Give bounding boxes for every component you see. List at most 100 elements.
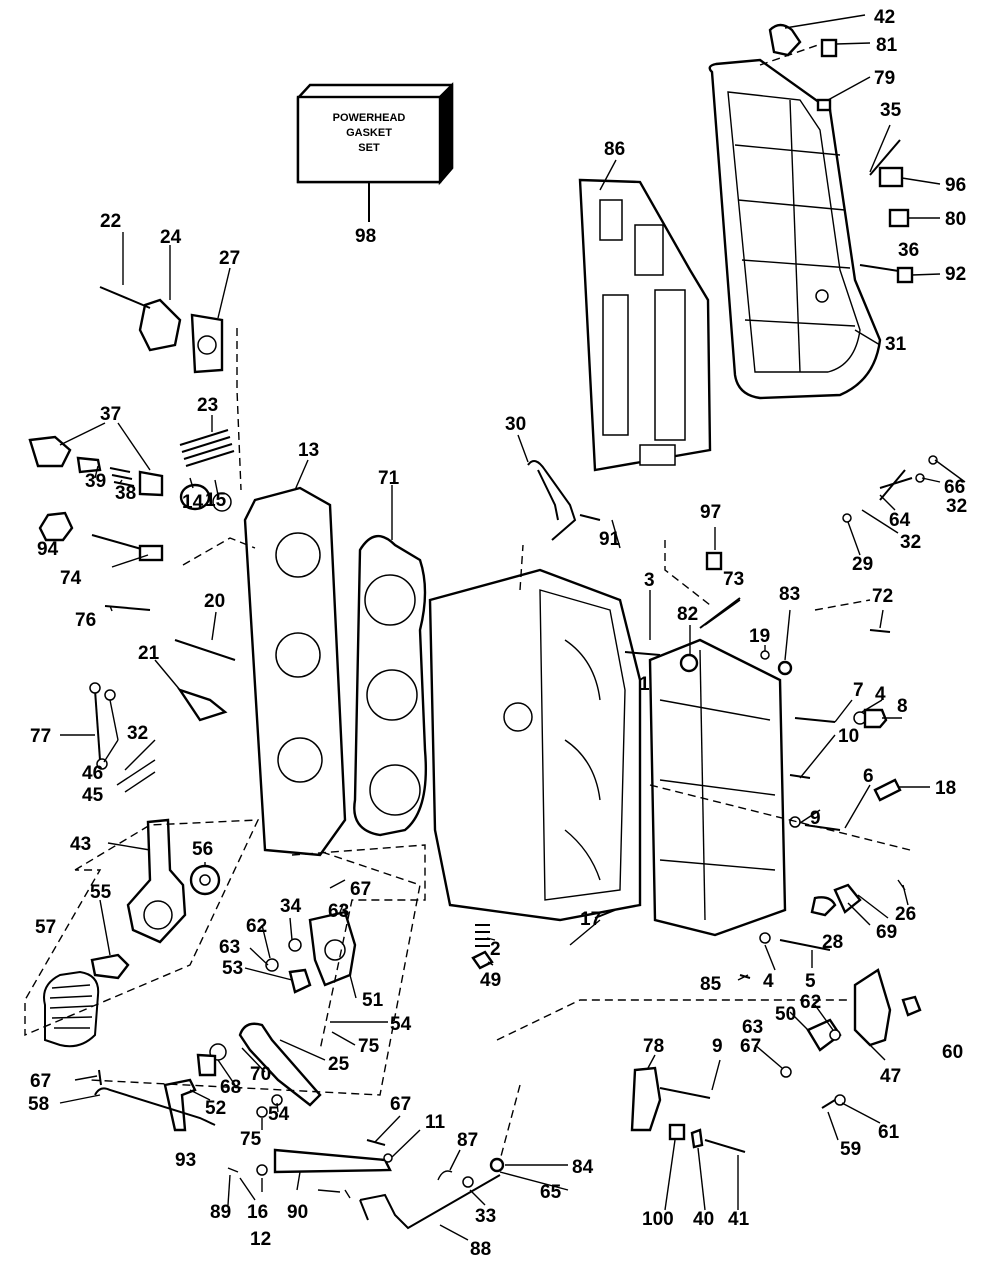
label-9b: 9 xyxy=(712,1036,723,1057)
label-26: 26 xyxy=(895,904,916,925)
label-1: 1 xyxy=(639,674,650,695)
label-91: 91 xyxy=(599,529,621,550)
label-76: 76 xyxy=(75,610,96,631)
bypass-hose xyxy=(527,460,601,541)
label-55: 55 xyxy=(90,882,112,903)
label-29: 29 xyxy=(852,554,873,575)
label-96: 96 xyxy=(945,175,966,196)
exhaust-cover-hardware xyxy=(768,23,914,284)
label-30: 30 xyxy=(505,414,526,435)
label-62a: 62 xyxy=(246,916,267,937)
crankcase xyxy=(648,638,787,937)
label-4a: 4 xyxy=(875,684,886,705)
label-63b: 63 xyxy=(219,937,240,958)
label-100: 100 xyxy=(642,1209,674,1230)
label-90: 90 xyxy=(287,1202,308,1223)
label-38: 38 xyxy=(115,483,136,504)
label-53: 53 xyxy=(222,958,243,979)
label-49: 49 xyxy=(480,970,501,991)
label-23: 23 xyxy=(197,395,218,416)
label-70: 70 xyxy=(250,1064,271,1085)
label-62b: 62 xyxy=(800,992,821,1013)
label-31: 31 xyxy=(885,334,907,355)
label-81: 81 xyxy=(876,35,898,56)
label-6: 6 xyxy=(863,766,874,787)
label-64: 64 xyxy=(889,510,911,531)
exhaust-gasket xyxy=(578,178,712,472)
lower-right-brackets xyxy=(630,968,922,1153)
label-63c: 63 xyxy=(742,1017,763,1038)
label-10: 10 xyxy=(838,726,859,747)
label-73: 73 xyxy=(723,569,744,590)
label-34: 34 xyxy=(280,896,302,917)
label-72: 72 xyxy=(872,586,893,607)
label-46: 46 xyxy=(82,763,103,784)
label-19: 19 xyxy=(749,626,770,647)
dashed-guides xyxy=(24,44,911,1161)
label-54b: 54 xyxy=(268,1104,290,1125)
label-71: 71 xyxy=(378,468,400,489)
label-67b: 67 xyxy=(740,1036,761,1057)
label-92: 92 xyxy=(945,264,966,285)
label-88: 88 xyxy=(470,1239,491,1260)
part-labels: 42 81 79 35 86 96 98 80 22 24 36 27 92 3… xyxy=(28,7,967,1260)
fittings-left xyxy=(28,435,236,770)
label-37: 37 xyxy=(100,404,121,425)
label-32b: 32 xyxy=(900,532,921,553)
label-20: 20 xyxy=(204,591,225,612)
cylinder-block xyxy=(428,568,642,922)
label-94: 94 xyxy=(37,539,59,560)
label-2: 2 xyxy=(490,939,501,960)
cylinder-head xyxy=(243,486,347,857)
label-59: 59 xyxy=(840,1139,861,1160)
label-61: 61 xyxy=(878,1122,900,1143)
right-side-hardware xyxy=(471,469,906,979)
label-67c: 67 xyxy=(30,1071,51,1092)
label-50: 50 xyxy=(775,1004,796,1025)
top-right-hardware xyxy=(842,455,938,523)
label-77: 77 xyxy=(30,726,51,747)
label-33: 33 xyxy=(475,1206,496,1227)
label-54a: 54 xyxy=(390,1014,412,1035)
label-57: 57 xyxy=(35,917,56,938)
label-60: 60 xyxy=(942,1042,963,1063)
label-8: 8 xyxy=(897,696,908,717)
label-42: 42 xyxy=(874,7,895,28)
label-17: 17 xyxy=(580,909,601,930)
label-18: 18 xyxy=(935,778,956,799)
label-79: 79 xyxy=(874,68,895,89)
label-89: 89 xyxy=(210,1202,231,1223)
label-16: 16 xyxy=(247,1202,268,1223)
label-7: 7 xyxy=(853,680,864,701)
label-80: 80 xyxy=(945,209,966,230)
gasket-box-line3: SET xyxy=(358,142,380,154)
label-51: 51 xyxy=(362,990,384,1011)
label-21: 21 xyxy=(138,643,160,664)
label-5: 5 xyxy=(805,971,816,992)
label-67a: 67 xyxy=(350,879,371,900)
label-27: 27 xyxy=(219,248,240,269)
thermostat-housing xyxy=(99,286,224,374)
label-45: 45 xyxy=(82,785,104,806)
label-11: 11 xyxy=(425,1112,446,1133)
label-25: 25 xyxy=(328,1054,350,1075)
label-12: 12 xyxy=(250,1229,271,1250)
label-52: 52 xyxy=(205,1098,226,1119)
label-28: 28 xyxy=(822,932,843,953)
label-3: 3 xyxy=(644,570,655,591)
label-9a: 9 xyxy=(810,808,821,829)
label-65: 65 xyxy=(540,1182,562,1203)
label-66: 66 xyxy=(944,477,965,498)
label-13: 13 xyxy=(298,440,319,461)
linkage-assembly xyxy=(43,818,505,1230)
label-58: 58 xyxy=(28,1094,49,1115)
label-83: 83 xyxy=(779,584,800,605)
label-97: 97 xyxy=(700,502,721,523)
label-43: 43 xyxy=(70,834,91,855)
thermostat-spring xyxy=(179,429,235,467)
label-24: 24 xyxy=(160,227,182,248)
label-63a: 63 xyxy=(328,901,349,922)
label-4b: 4 xyxy=(763,971,774,992)
label-32c: 32 xyxy=(127,723,148,744)
